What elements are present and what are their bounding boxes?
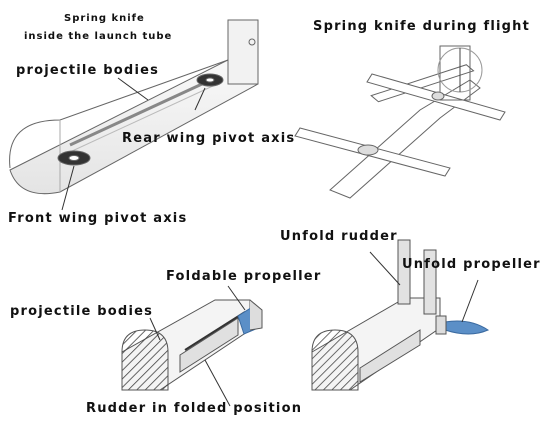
label-spring-knife-tube-line1: Spring knife	[64, 13, 145, 24]
label-spring-knife-flight: Spring knife during flight	[313, 19, 531, 34]
front-pivot-disc	[57, 150, 91, 166]
label-rear-wing-pivot-axis: Rear wing pivot axis	[122, 131, 296, 146]
leader-lines-bottom-right	[369, 251, 479, 323]
rudder-unfolded	[397, 239, 437, 315]
label-spring-knife-tube-line2: inside the launch tube	[24, 31, 173, 42]
label-unfold-rudder: Unfold rudder	[280, 229, 398, 244]
flight-aircraft-illustration	[294, 45, 506, 199]
propeller-unfolded	[444, 320, 490, 335]
label-front-wing-pivot-axis: Front wing pivot axis	[8, 211, 188, 226]
launch-tube-illustration	[9, 19, 259, 195]
unfolded-projectile-illustration	[311, 239, 490, 391]
folded-projectile-illustration	[121, 299, 263, 391]
label-rudder-folded-position: Rudder in folded position	[86, 401, 303, 416]
label-foldable-propeller: Foldable propeller	[166, 269, 322, 284]
leader-lines-bottom-left	[149, 285, 246, 407]
leader-lines-top-left	[61, 77, 206, 211]
label-projectile-bodies-bottom: projectile bodies	[10, 304, 154, 319]
label-unfold-propeller: Unfold propeller	[402, 257, 541, 272]
label-projectile-bodies-top: projectile bodies	[16, 63, 160, 78]
rear-pivot-disc	[196, 73, 224, 87]
